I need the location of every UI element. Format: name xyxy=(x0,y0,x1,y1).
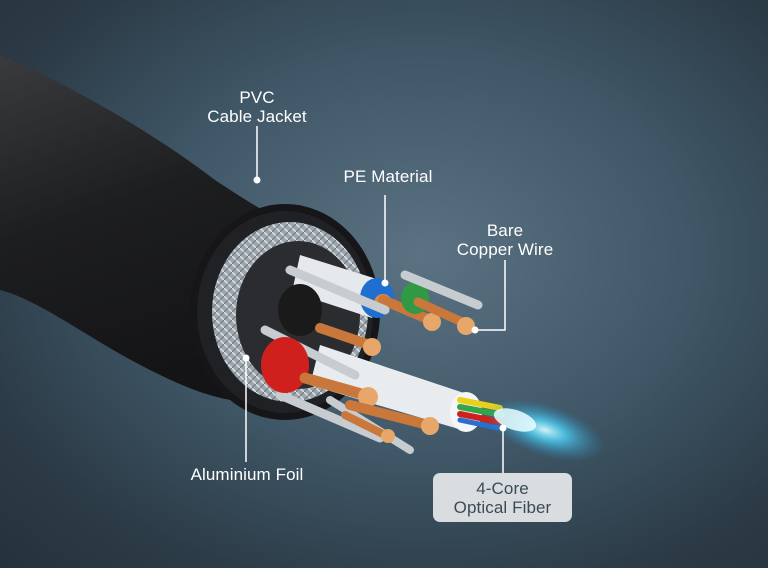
label-pe-text: PE Material xyxy=(343,167,433,186)
pe-conductor-black xyxy=(278,284,322,336)
fiber-glow xyxy=(485,398,605,462)
label-pvc-cable-jacket: PVC Cable Jacket xyxy=(192,88,322,126)
copper-leader-line xyxy=(475,260,506,331)
label-fiber-line1: 4-Core xyxy=(476,479,529,498)
label-optical-fiber: 4-Core Optical Fiber xyxy=(433,473,572,522)
label-foil-text: Aluminium Foil xyxy=(190,465,304,484)
label-pe-material: PE Material xyxy=(333,167,443,186)
label-copper-line1: Bare xyxy=(486,221,524,240)
label-fiber-line2: Optical Fiber xyxy=(453,498,552,517)
label-jacket-line1: PVC xyxy=(239,88,275,107)
pe-conductor-red xyxy=(261,337,309,393)
label-aluminium-foil: Aluminium Foil xyxy=(172,465,322,484)
label-copper-line2: Copper Wire xyxy=(456,240,554,259)
label-bare-copper-wire: Bare Copper Wire xyxy=(440,221,570,259)
fiber-tube xyxy=(310,345,470,430)
label-jacket-line2: Cable Jacket xyxy=(207,107,307,126)
